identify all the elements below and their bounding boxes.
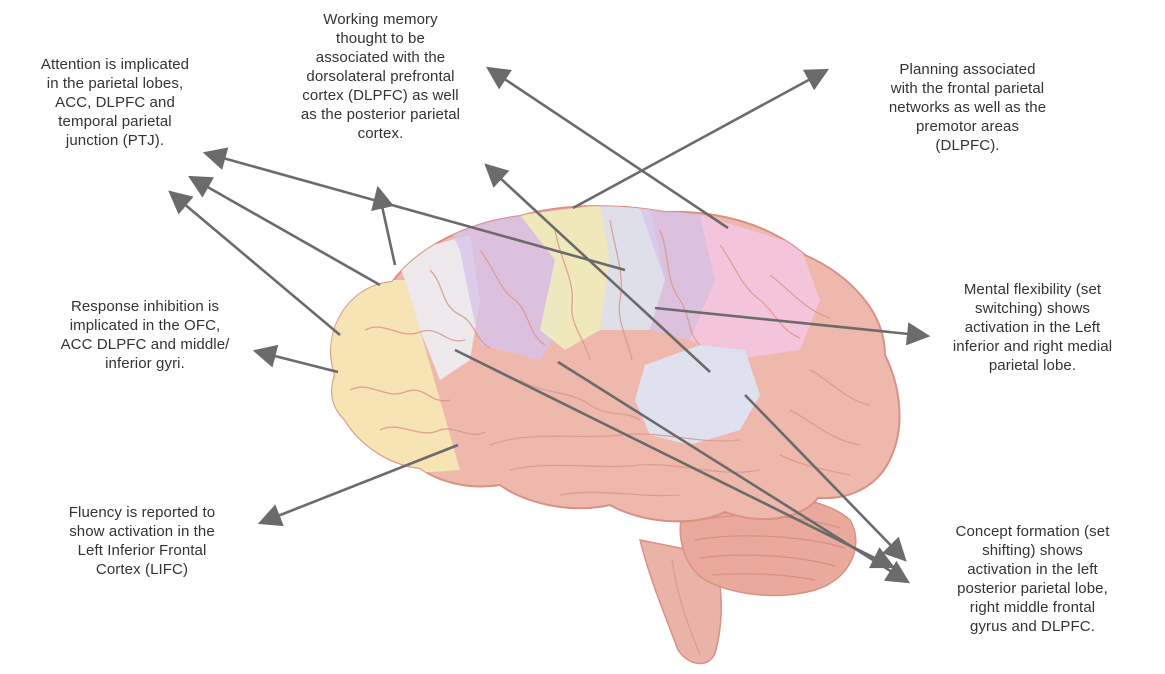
working-memory-label: Working memory thought to be associated … xyxy=(258,10,503,143)
mental-flexibility-label: Mental flexibility (set switching) shows… xyxy=(905,280,1160,375)
arrow-fluency xyxy=(260,445,458,523)
arrow-response-inhibition xyxy=(255,351,338,372)
fluency-label: Fluency is reported to show activation i… xyxy=(22,503,262,579)
arrow-working-memory-1 xyxy=(378,188,395,265)
arrow-planning xyxy=(573,70,827,208)
concept-formation-label: Concept formation (set shifting) shows a… xyxy=(900,522,1165,636)
response-inhibition-label: Response inhibition is implicated in the… xyxy=(30,297,260,373)
planning-label: Planning associated with the frontal par… xyxy=(845,60,1090,155)
arrow-working-memory-2 xyxy=(488,68,728,228)
attention-label: Attention is implicated in the parietal … xyxy=(0,55,230,150)
